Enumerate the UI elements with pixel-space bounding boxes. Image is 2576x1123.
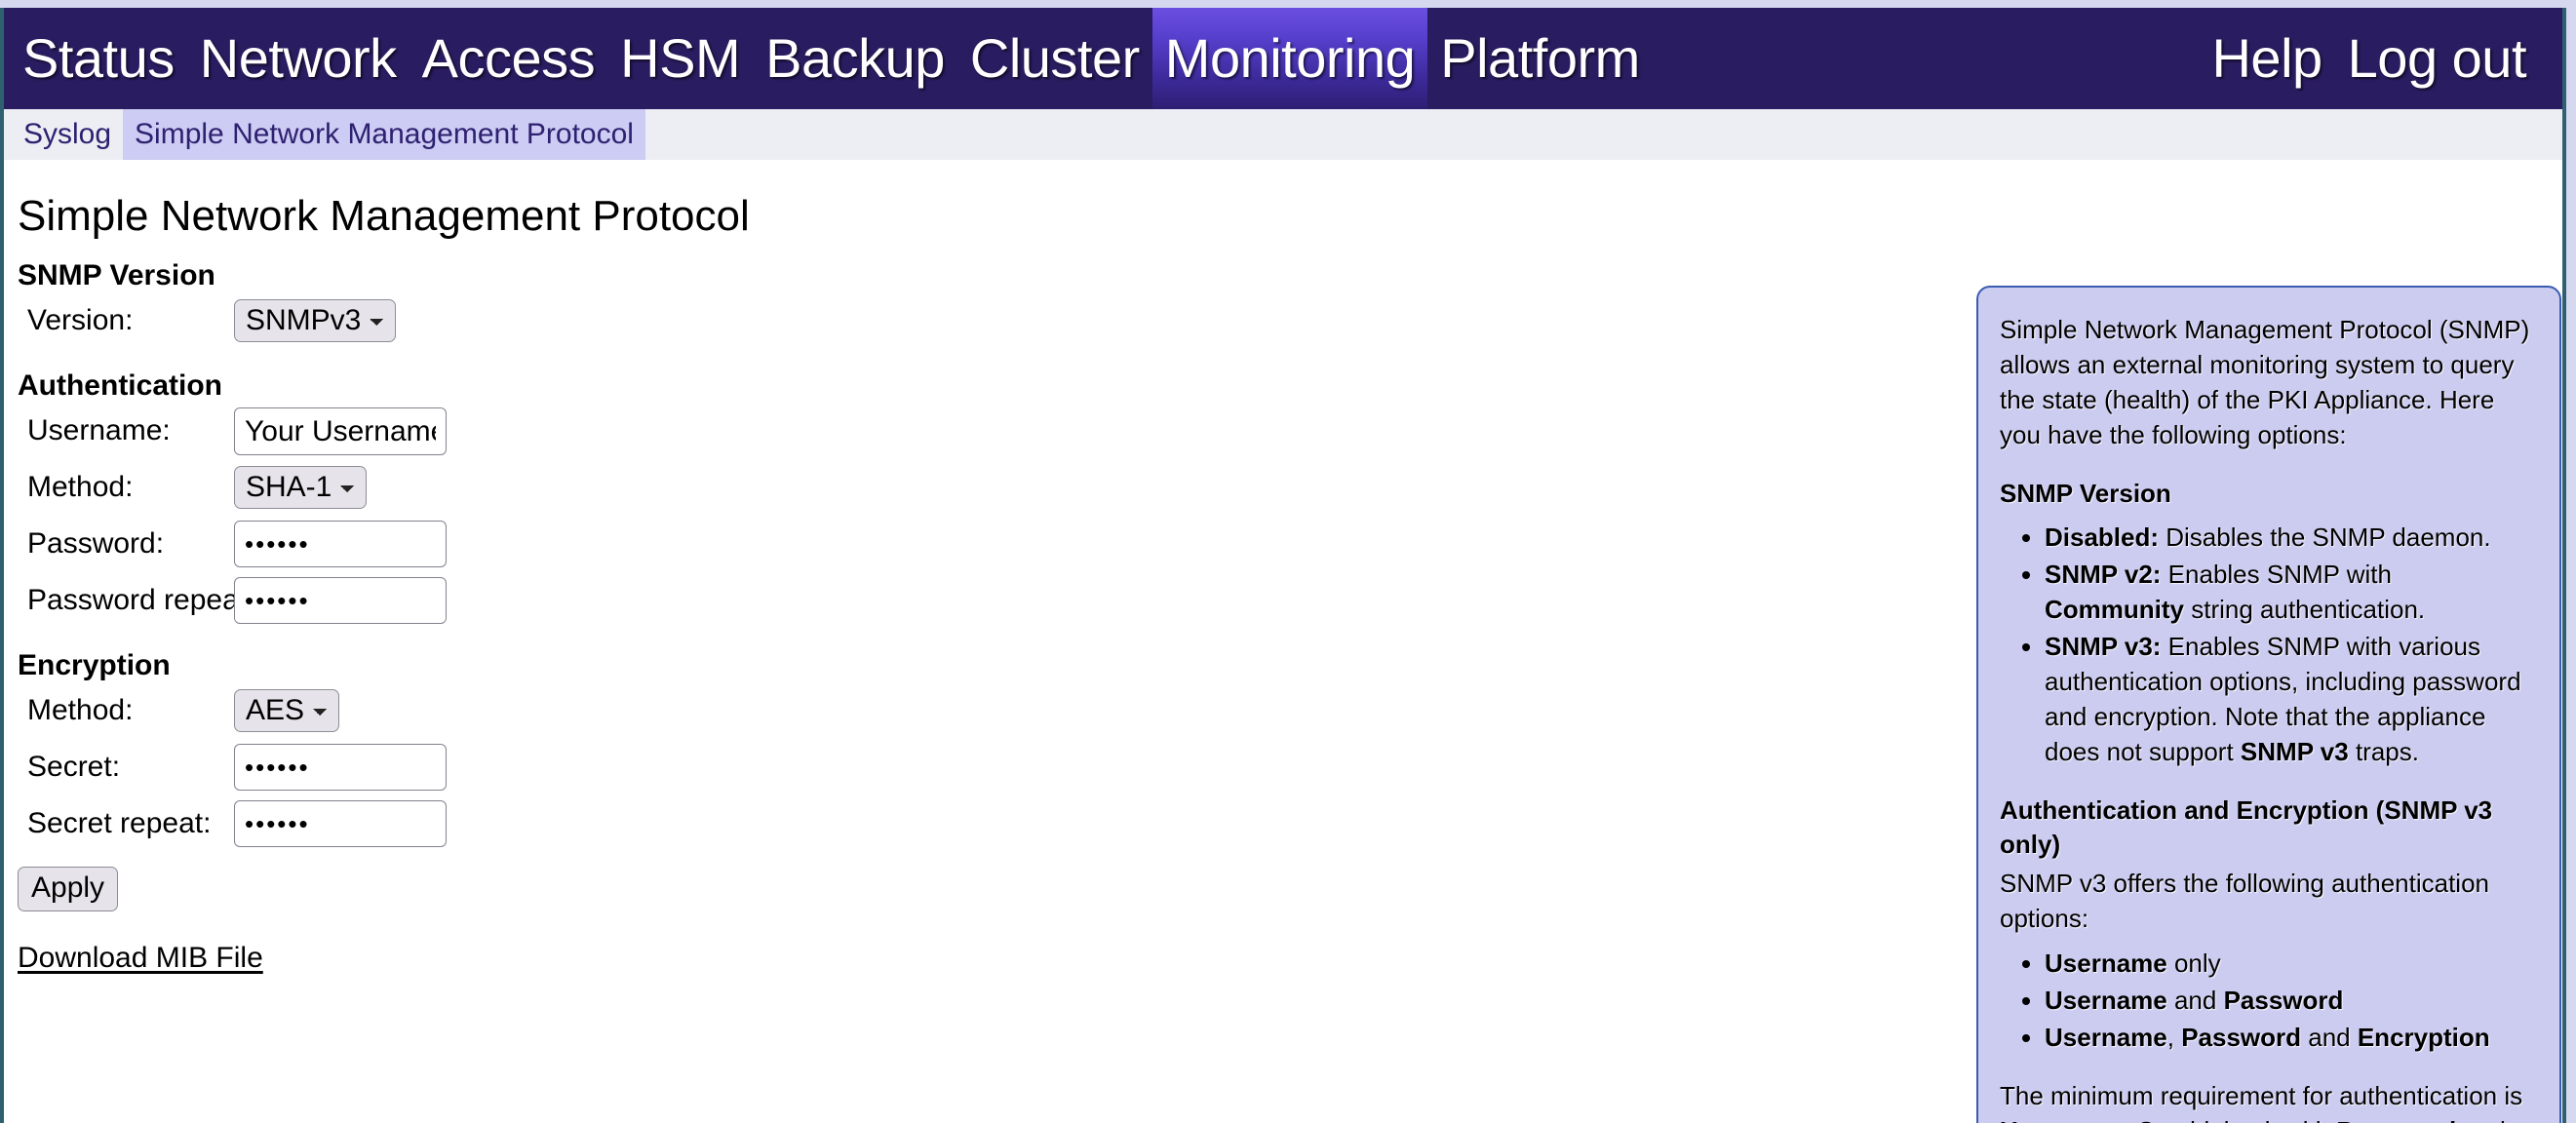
nav-item-access[interactable]: Access <box>421 27 596 89</box>
apply-button[interactable]: Apply <box>18 867 119 911</box>
help-term-snmp-v2: SNMP v2: <box>2045 560 2162 590</box>
nav-item-platform[interactable]: Platform <box>1440 27 1640 89</box>
field-row-secret: Secret: <box>18 740 1675 794</box>
nav-item-backup[interactable]: Backup <box>765 27 945 89</box>
help-bold-encryption: Encryption <box>2357 1022 2490 1052</box>
main-nav-items: Status Network Access HSM Backup Cluster… <box>4 8 1653 109</box>
help-heading-snmp-version: SNMP Version <box>2000 478 2171 508</box>
nav-item-hsm[interactable]: HSM <box>620 27 741 89</box>
field-row-version: Version: SNMPv3 <box>18 293 1675 348</box>
download-mib-file-link[interactable]: Download MIB File <box>18 941 263 974</box>
control-password <box>234 520 447 568</box>
field-row-auth-method: Method: SHA-1 <box>18 460 1675 515</box>
help-bold-username: Username <box>2045 1022 2167 1052</box>
help-intro: Simple Network Management Protocol (SNMP… <box>2000 315 2530 449</box>
help-auth-intro: SNMP v3 offers the following authenticat… <box>2000 869 2489 934</box>
label-secret: Secret: <box>27 751 121 783</box>
section-heading-snmp-version: SNMP Version <box>18 259 215 291</box>
encryption-method-select[interactable]: AES <box>234 689 339 732</box>
snmp-form-column: Simple Network Management Protocol SNMP … <box>18 160 1675 975</box>
nav-item-status[interactable]: Status <box>22 27 175 89</box>
main-nav-utility-items: Help Log out <box>2199 8 2562 109</box>
label-encryption-method: Method: <box>27 694 134 726</box>
secret-input[interactable] <box>234 743 447 792</box>
section-heading-authentication: Authentication <box>18 369 222 402</box>
subnav-item-syslog[interactable]: Syslog <box>23 118 112 150</box>
help-bold-password: Password <box>2223 985 2344 1015</box>
nav-item-log-out[interactable]: Log out <box>2347 27 2527 89</box>
secret-repeat-input[interactable] <box>234 799 447 848</box>
help-heading-auth-encryption: Authentication and Encryption (SNMP v3 o… <box>2000 794 2493 860</box>
nav-item-cluster[interactable]: Cluster <box>969 27 1140 89</box>
field-row-password: Password: <box>18 517 1675 571</box>
content-area: Simple Network Management Protocol SNMP … <box>4 160 2562 1123</box>
control-version: SNMPv3 <box>234 299 396 342</box>
label-password-repeat: Password repeat: <box>27 584 255 616</box>
help-text-snmp-v2: Enables SNMP with Community string authe… <box>2045 560 2426 625</box>
label-password: Password: <box>27 527 165 560</box>
username-input[interactable] <box>234 407 447 455</box>
version-select[interactable]: SNMPv3 <box>234 299 396 342</box>
help-bold-community: Community <box>2045 595 2184 625</box>
password-input[interactable] <box>234 520 447 568</box>
control-auth-method: SHA-1 <box>234 466 367 509</box>
help-text-snmp-v3: Enables SNMP with various authentication… <box>2045 632 2521 766</box>
help-bold-username: Username <box>2045 985 2167 1015</box>
control-password-repeat <box>234 576 447 625</box>
help-term-snmp-v3: SNMP v3: <box>2045 632 2162 661</box>
control-secret-repeat <box>234 799 447 848</box>
help-bold-username: Username <box>2000 1116 2123 1123</box>
help-bold-username: Username <box>2045 949 2167 978</box>
help-list-item: Disabled: Disables the SNMP daemon. <box>2045 521 2538 556</box>
field-row-password-repeat: Password repeat: <box>18 573 1675 628</box>
help-bold-password: Password <box>2181 1022 2302 1052</box>
main-navigation-bar: Status Network Access HSM Backup Cluster… <box>4 8 2562 109</box>
nav-item-monitoring[interactable]: Monitoring <box>1151 8 1428 109</box>
help-list-item: Username and Password <box>2045 984 2538 1019</box>
nav-item-network[interactable]: Network <box>199 27 397 89</box>
control-secret <box>234 743 447 792</box>
field-row-secret-repeat: Secret repeat: <box>18 796 1675 851</box>
help-panel: Simple Network Management Protocol (SNMP… <box>1976 286 2561 1123</box>
help-bold-snmp-v3: SNMP v3 <box>2240 736 2349 766</box>
sub-navigation-bar: Syslog Simple Network Management Protoco… <box>4 109 2562 160</box>
help-term-disabled: Disabled: <box>2045 523 2160 553</box>
help-bold-password: Password <box>2336 1116 2456 1123</box>
subnav-item-snmp[interactable]: Simple Network Management Protocol <box>123 109 645 160</box>
field-row-username: Username: <box>18 404 1675 458</box>
apply-button-row: Apply <box>18 867 1675 911</box>
field-row-encryption-method: Method: AES <box>18 683 1675 738</box>
help-list-item: SNMP v3: Enables SNMP with various authe… <box>2045 630 2538 770</box>
help-list-item: SNMP v2: Enables SNMP with Community str… <box>2045 558 2538 628</box>
control-username <box>234 407 447 455</box>
section-heading-encryption: Encryption <box>18 649 171 681</box>
label-username: Username: <box>27 414 171 446</box>
page-title: Simple Network Management Protocol <box>18 192 750 240</box>
label-auth-method: Method: <box>27 471 134 503</box>
help-text-disabled: Disables the SNMP daemon. <box>2159 523 2491 553</box>
label-secret-repeat: Secret repeat: <box>27 807 212 839</box>
label-version: Version: <box>27 304 134 336</box>
help-list-item: Username only <box>2045 947 2538 982</box>
help-list-snmp-version: Disabled: Disables the SNMP daemon. SNMP… <box>2000 521 2538 769</box>
password-repeat-input[interactable] <box>234 576 447 625</box>
nav-item-help[interactable]: Help <box>2211 27 2322 89</box>
app-page: Status Network Access HSM Backup Cluster… <box>0 8 2566 1123</box>
help-list-auth-options: Username only Username and Password User… <box>2000 947 2538 1056</box>
help-closing: The minimum requirement for authenticati… <box>2000 1079 2538 1123</box>
auth-method-select[interactable]: SHA-1 <box>234 466 367 509</box>
control-encryption-method: AES <box>234 689 339 732</box>
help-list-item: Username, Password and Encryption <box>2045 1021 2538 1056</box>
